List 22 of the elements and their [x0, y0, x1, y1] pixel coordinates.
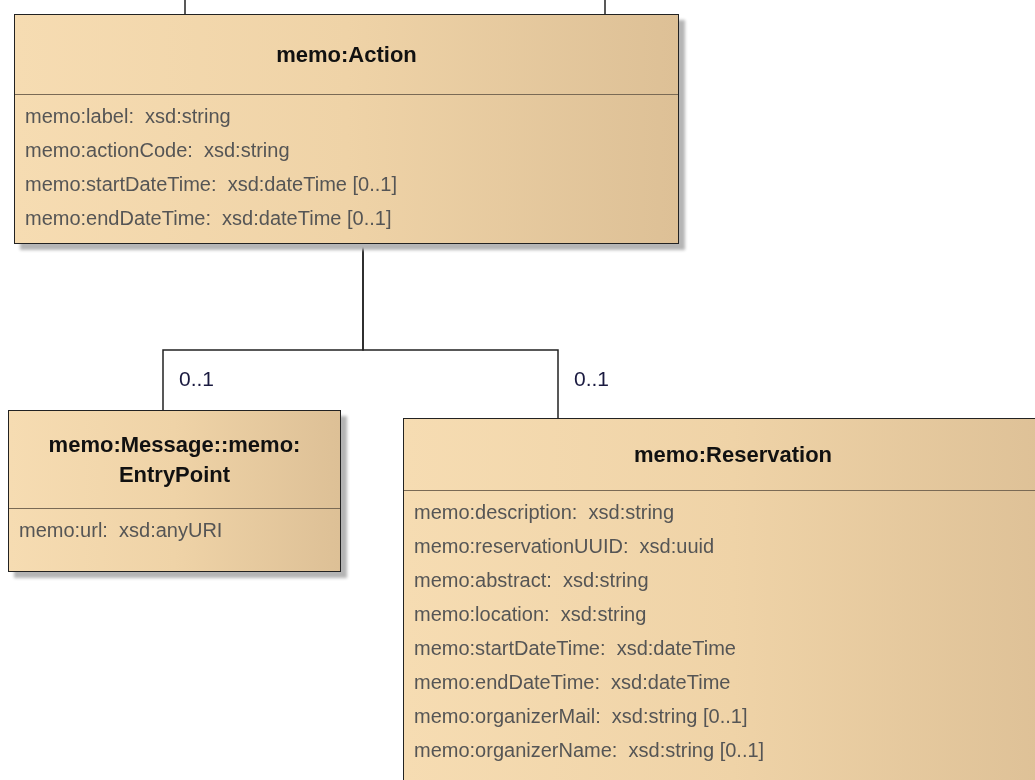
- attribute-text: memo:location: xsd:string: [413, 602, 648, 627]
- attribute-text: memo:abstract: xsd:string: [413, 568, 650, 593]
- class-name: memo:Message::memo: EntryPoint: [47, 430, 302, 489]
- association-line: [604, 0, 606, 15]
- attribute-text: memo:reservationUUID: xsd:uuid: [413, 534, 716, 559]
- attribute-text: memo:description: xsd:string: [413, 500, 676, 525]
- class-box: [8, 410, 341, 572]
- attribute-text: memo:actionCode: xsd:string: [24, 138, 291, 163]
- class-name: memo:Action: [276, 40, 417, 69]
- class-box: [403, 418, 1035, 780]
- attribute-text: memo:url: xsd:anyURI: [18, 518, 224, 543]
- class-box: [14, 14, 679, 244]
- association-line: [362, 243, 559, 419]
- attribute-text: memo:startDateTime: xsd:dateTime [0..1]: [24, 172, 398, 197]
- attribute-text: memo:startDateTime: xsd:dateTime: [413, 636, 737, 661]
- attribute-text: memo:label: xsd:string: [24, 104, 232, 129]
- class-name: memo:Reservation: [633, 440, 833, 469]
- attribute-text: memo:organizerName: xsd:string [0..1]: [413, 738, 766, 763]
- association-line: [184, 0, 186, 15]
- attribute-text: memo:organizerMail: xsd:string [0..1]: [413, 704, 749, 729]
- attribute-text: memo:endDateTime: xsd:dateTime [0..1]: [24, 206, 393, 231]
- attribute-text: memo:endDateTime: xsd:dateTime: [413, 670, 732, 695]
